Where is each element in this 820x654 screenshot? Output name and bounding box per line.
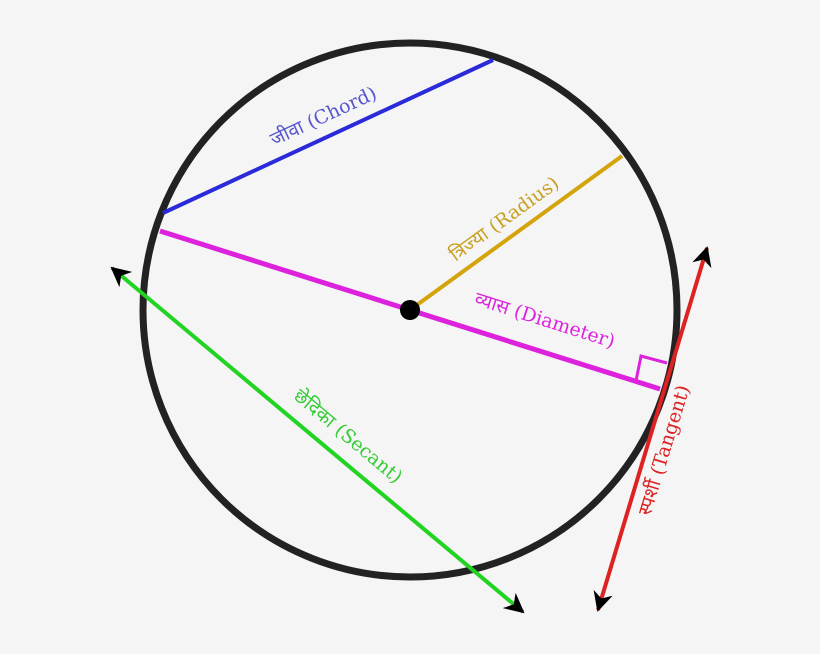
right-angle-marker [634, 354, 668, 382]
center-point [400, 300, 420, 320]
diameter-label: व्यास (Diameter) [472, 288, 618, 353]
secant-line [110, 266, 525, 614]
secant-label: छेदिका (Secant) [289, 384, 407, 488]
tangent-line [593, 246, 712, 612]
chord-line [162, 58, 494, 215]
radius-label: त्रिज्या (Radius) [445, 171, 563, 266]
radius-line [408, 154, 624, 312]
